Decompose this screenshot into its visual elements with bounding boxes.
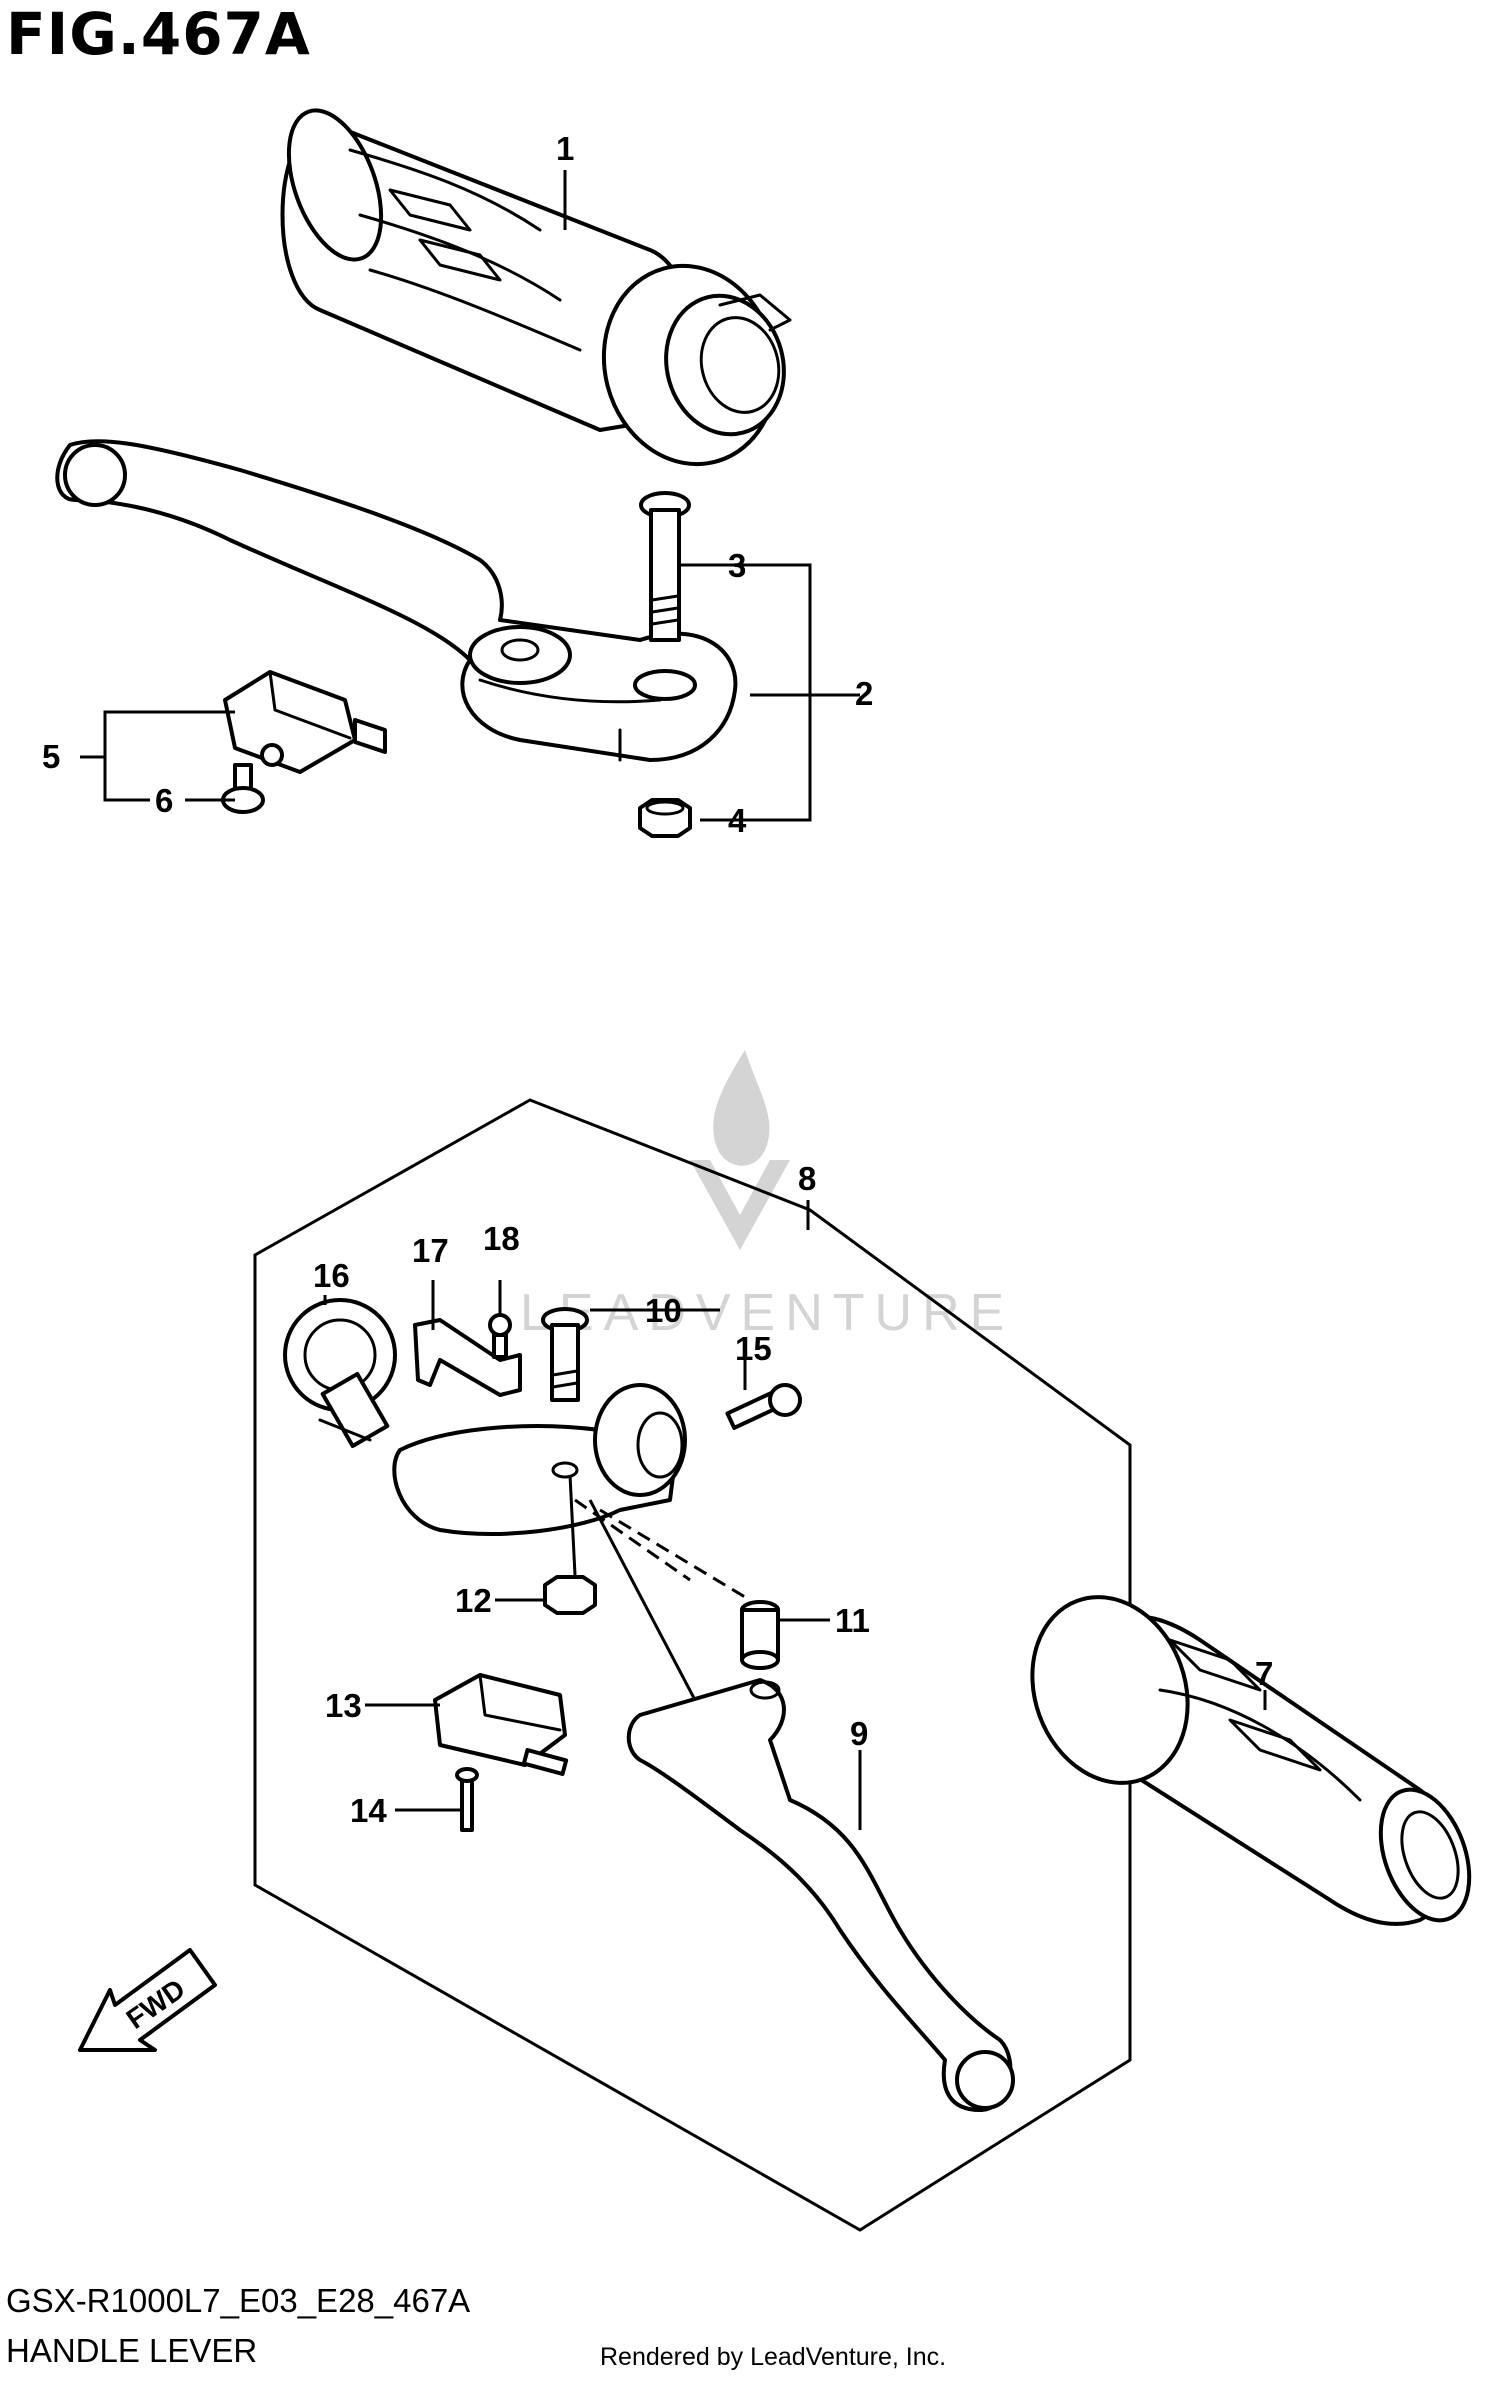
- part-12-nut: [543, 1575, 597, 1615]
- watermark-v-icon: [690, 1160, 790, 1250]
- callout-16: 16: [313, 1257, 350, 1294]
- callout-12: 12: [455, 1582, 492, 1619]
- callout-15: 15: [735, 1330, 772, 1367]
- page-subtitle: HANDLE LEVER: [6, 2332, 258, 2369]
- callout-1: 1: [556, 130, 574, 167]
- watermark-flame-icon: [713, 1050, 770, 1166]
- part-4-nut: [638, 798, 692, 838]
- callout-11: 11: [835, 1602, 870, 1639]
- part-7-left-grip: [1030, 1595, 1472, 1926]
- render-credit: Rendered by LeadVenture, Inc.: [600, 2343, 947, 2371]
- part-16-adjuster: [283, 1298, 397, 1448]
- callout-6: 6: [155, 782, 173, 819]
- callout-9: 9: [850, 1715, 868, 1752]
- callout-5: 5: [42, 738, 60, 775]
- leader-lines: [80, 170, 1267, 1830]
- callout-13: 13: [325, 1687, 362, 1724]
- callout-4: 4: [728, 802, 747, 839]
- callout-2: 2: [855, 675, 873, 712]
- callout-numbers: 1 2 3 4 5 6 7 8 9 10 11 12 13 14 15 16 1…: [42, 130, 1273, 1829]
- part-8-kit-boundary: [253, 1098, 1132, 2232]
- clutch-lever-holder: [392, 1383, 687, 1536]
- figure-title: FIG.467A: [6, 0, 311, 68]
- callout-3: 3: [728, 547, 746, 584]
- part-15-bolt: [725, 1383, 802, 1430]
- callout-10: 10: [645, 1292, 682, 1329]
- callout-7: 7: [1255, 1655, 1273, 1692]
- part-18-screw: [488, 1313, 512, 1359]
- model-code: GSX-R1000L7_E03_E28_467A: [6, 2282, 471, 2319]
- part-6-screw: [221, 763, 265, 814]
- callout-17: 17: [412, 1232, 449, 1269]
- part-3-pivot-bolt: [633, 491, 697, 701]
- fwd-arrow-icon: FWD: [78, 1948, 217, 2052]
- callout-14: 14: [350, 1792, 387, 1829]
- callout-18: 18: [483, 1220, 520, 1257]
- part-11-collar: [740, 1600, 780, 1670]
- part-13-clutch-switch: [433, 1673, 569, 1776]
- part-17-spring-plate: [413, 1318, 522, 1397]
- part-14-screw: [455, 1767, 479, 1832]
- callout-8: 8: [798, 1160, 816, 1197]
- part-1-throttle-grip: [280, 108, 792, 467]
- leadventure-watermark: LEADVENTURE: [520, 1050, 1004, 1342]
- part-10-pivot-bolt: [541, 1307, 589, 1402]
- part-9-clutch-lever: [626, 1678, 1015, 2112]
- part-2-front-brake-lever: [55, 439, 738, 762]
- part-5-brake-switch: [223, 670, 387, 774]
